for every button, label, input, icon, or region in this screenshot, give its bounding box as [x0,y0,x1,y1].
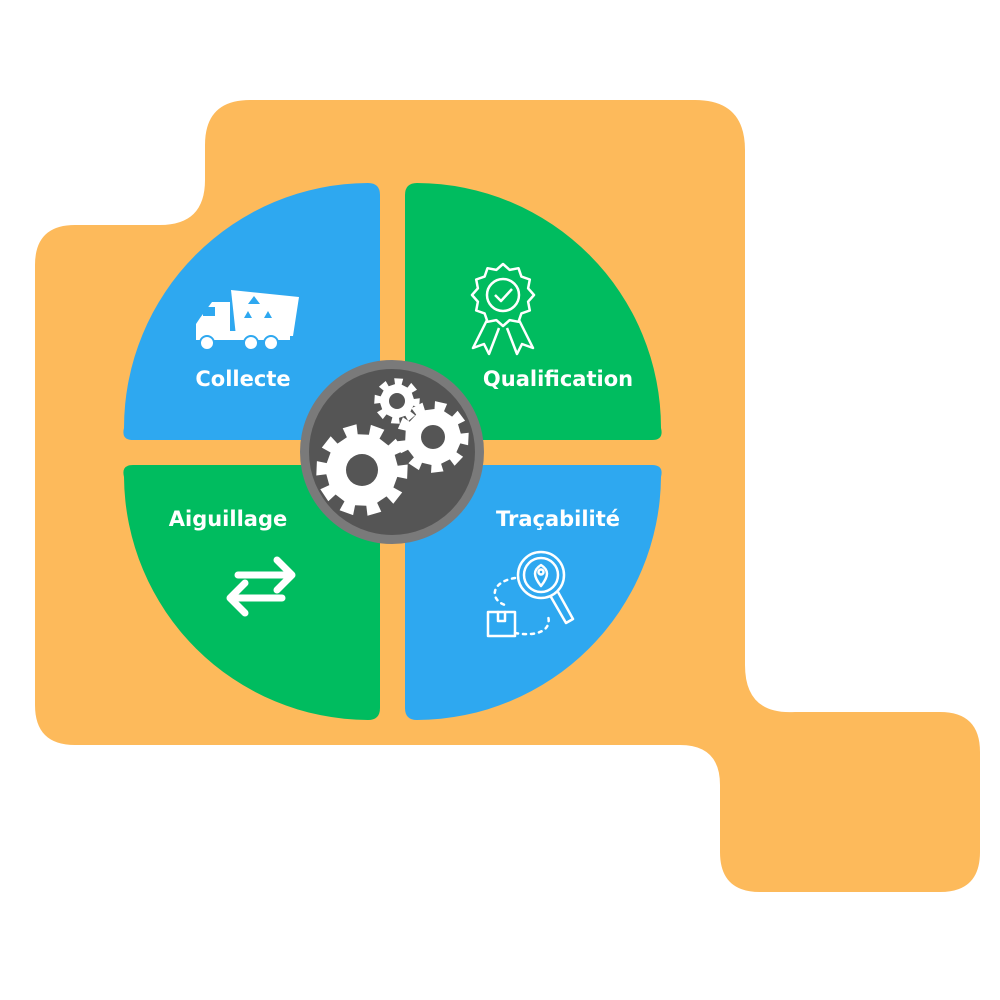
gear-small-hole [389,393,405,409]
award-badge-icon [470,262,536,356]
recycling-truck-icon [196,290,299,351]
label-qualification: Qualification [483,367,633,391]
label-tracabilite: Traçabilité [496,507,620,531]
quadrant-tracabilite [405,465,662,720]
quadrant-qualification [405,183,662,440]
label-collecte: Collecte [195,367,290,391]
gear-big-hole [346,454,378,486]
tracking-magnifier-icon [486,550,575,638]
gear-mid-hole [421,425,445,449]
swap-arrows-icon [226,556,296,617]
quadrant-aiguillage [123,465,381,720]
gears-icon [316,378,469,516]
label-aiguillage: Aiguillage [169,507,287,531]
